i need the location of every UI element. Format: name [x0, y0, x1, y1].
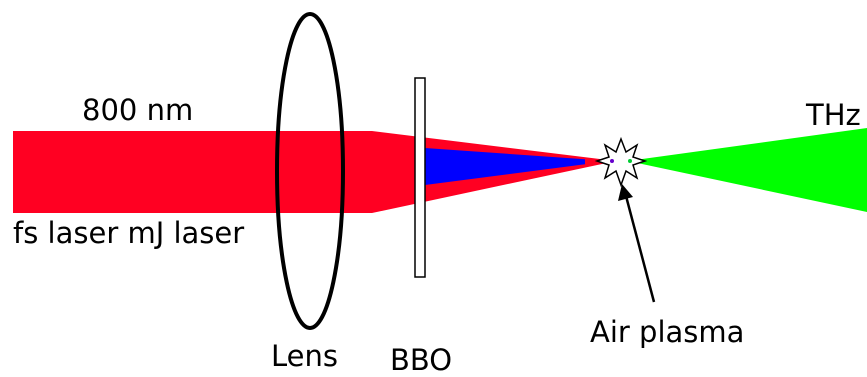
wavelength-label: 800 nm: [82, 93, 193, 127]
source-label: fs laser mJ laser: [13, 216, 244, 250]
lens-label: Lens: [271, 339, 338, 373]
thz-label: THz: [805, 98, 861, 132]
bbo-crystal: [414, 77, 426, 278]
input-laser-beam: [13, 131, 372, 213]
plasma-pointer-arrow-head: [618, 184, 633, 201]
plasma-core-blue: [610, 159, 614, 163]
second-harmonic-beam: [425, 148, 610, 185]
lens-ellipse: [275, 12, 345, 330]
thz-beam: [628, 128, 867, 212]
plasma-pointer-arrow-shaft: [624, 195, 656, 303]
air-plasma-label: Air plasma: [590, 315, 744, 349]
plasma-core-green: [628, 159, 632, 163]
bbo-label: BBO: [390, 343, 452, 377]
plasma-burst-icon: [594, 136, 648, 188]
